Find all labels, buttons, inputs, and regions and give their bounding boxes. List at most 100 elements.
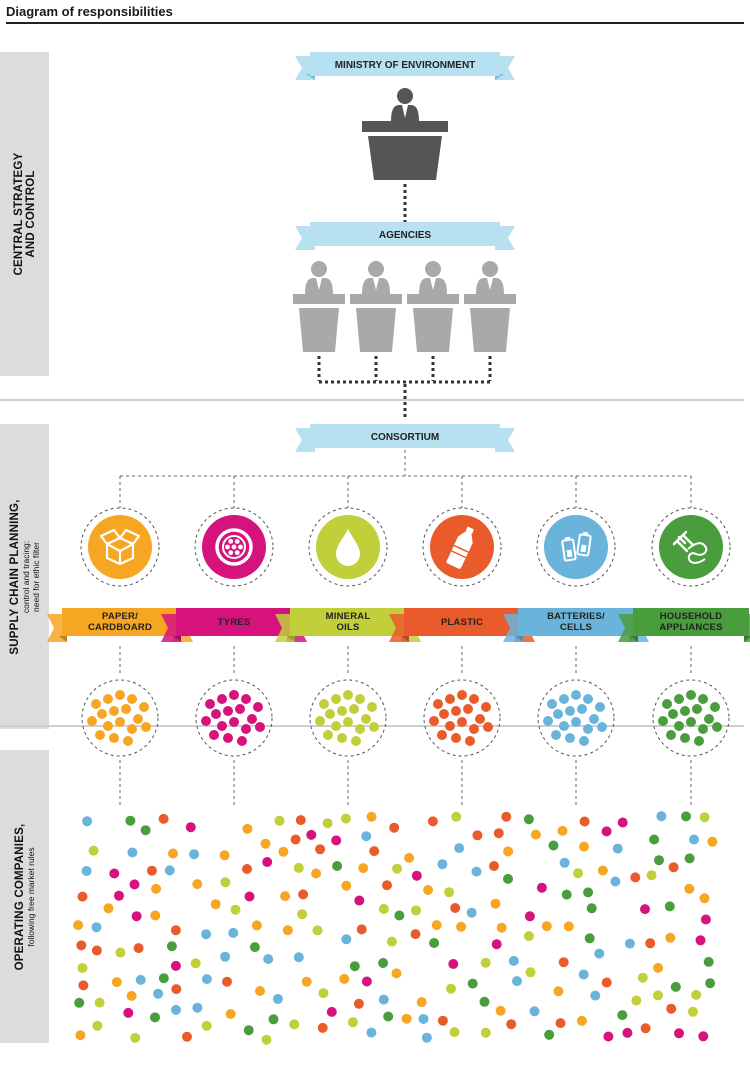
company-dot [506,1019,517,1030]
category-column [618,507,750,806]
company-dot [235,704,245,714]
company-dot [483,722,493,732]
company-dot [707,836,718,847]
company-dot [361,831,372,842]
agencies-label: AGENCIES [379,230,432,241]
company-dot [253,702,263,712]
company-dot [366,1027,377,1038]
company-dot [571,717,581,727]
category-label-line2: OILS [336,622,360,633]
company-dot [241,694,251,704]
company-dot [576,1015,587,1026]
company-dot [382,880,392,891]
company-dot [456,921,467,932]
company-dot [444,887,455,898]
consortium-label: CONSORTIUM [371,432,439,443]
company-dot [378,994,389,1005]
company-dot [361,714,371,724]
company-dot [219,850,230,861]
company-dot [317,1022,328,1033]
company-dot [559,694,569,704]
company-dot [201,974,212,985]
company-dot [237,736,247,746]
agencies-ribbon: AGENCIES [295,222,515,250]
company-dot [225,1009,236,1019]
category-label-line2: CARDBOARD [87,622,153,633]
company-dot [664,901,675,912]
company-dot [668,709,678,719]
company-dot [192,1002,203,1013]
company-dot [698,724,708,734]
company-dot [597,722,607,732]
company-dot [201,1020,212,1031]
company-dot [261,1034,272,1045]
company-dot [278,846,289,857]
company-dot [686,690,696,700]
battery-icon [561,531,592,562]
category-column [503,507,649,806]
company-dot [201,929,212,940]
company-dot [665,932,676,943]
company-dot [699,893,710,904]
company-dot [680,706,690,716]
category-label-line1: HOUSEHOLD [659,611,723,622]
company-dot [280,891,291,902]
company-dot [610,876,621,887]
company-dot [710,702,720,712]
company-dot [141,722,151,732]
company-dot [699,812,710,823]
category-icon-circle [88,515,152,579]
company-dot [666,730,676,740]
company-dot [293,952,304,963]
company-dot [133,943,144,954]
company-dot [263,954,274,964]
category-label-line1: MINERAL [325,611,371,622]
company-dot [358,863,369,874]
company-dot [674,721,684,731]
company-dot [340,813,351,824]
company-dot [512,976,522,987]
company-dot [158,973,169,984]
company-dot [75,1030,86,1041]
company-dot [389,822,400,833]
ministry-podium-icon [362,88,448,180]
company-dot [508,955,519,966]
company-dot [674,1028,684,1039]
company-dot [164,865,175,876]
company-dot [622,1027,633,1038]
category-columns [47,507,750,806]
company-dot [653,962,664,973]
company-dot [524,911,535,922]
category-label-line1: BATTERIES/ [547,611,605,622]
company-dot [210,899,221,910]
agency-podium-icon [350,261,402,352]
company-dot [698,694,708,704]
company-dot [386,936,397,947]
company-dot [355,724,365,734]
company-dot [297,909,308,920]
company-dot [361,976,372,987]
company-dot [293,862,304,873]
company-dot [255,722,265,732]
consortium-branches [119,450,692,508]
company-dot [429,716,439,726]
company-dot [354,895,365,906]
company-dot [123,1007,134,1018]
company-dot [185,822,196,833]
company-dot [558,957,569,968]
company-dot [467,978,478,989]
company-dot [559,857,570,868]
company-dot [289,1019,300,1030]
company-dot [369,846,380,857]
box-icon [99,528,141,566]
oil-drop-icon [336,529,360,566]
company-dot [127,694,137,704]
company-dot [680,733,690,743]
company-dot [584,933,595,944]
category-column [275,507,421,806]
company-dot [189,849,200,860]
company-dot [431,920,442,931]
company-dot [450,903,461,913]
